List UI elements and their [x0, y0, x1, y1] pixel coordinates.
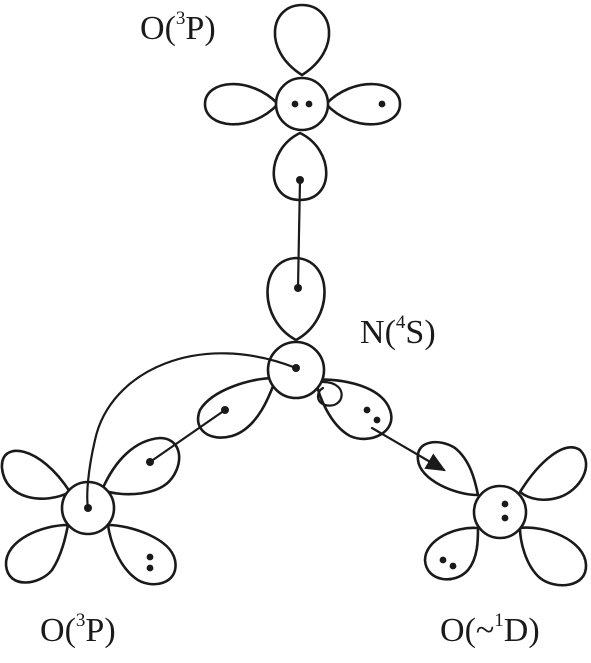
lobe-right-lower-left — [423, 526, 480, 581]
lobe-left-lower-right — [106, 523, 177, 586]
oxygen-top-atom — [203, 3, 402, 202]
electron-dot — [305, 100, 313, 108]
bond-end-dot — [294, 284, 302, 292]
arrow-n-to-right — [370, 426, 446, 472]
electron-dot — [501, 500, 509, 508]
bond-end-dot — [146, 458, 154, 466]
lobe-right-upper-left — [416, 440, 480, 497]
electron-dot — [501, 514, 509, 522]
lobe-right-lower-right — [518, 526, 588, 587]
bond-end-dot — [296, 176, 304, 184]
electron-dot — [449, 562, 457, 570]
lobe-top-up — [273, 3, 331, 77]
electron-dot — [146, 553, 154, 561]
label-oxygen-left: O(3P) — [40, 610, 116, 649]
lobe-top-right — [324, 82, 402, 126]
lobe-n-lower-right — [314, 378, 393, 441]
electron-dot — [291, 100, 299, 108]
bond-n-to-left — [148, 408, 227, 464]
small-curl — [316, 380, 343, 407]
lobe-right-upper-right — [518, 446, 588, 502]
electron-dot — [378, 100, 386, 108]
electron-dot — [373, 416, 381, 424]
oxygen-top-core — [274, 76, 330, 132]
electron-dot — [146, 564, 154, 572]
lobe-left-lower-left — [4, 523, 70, 584]
lobe-n-up — [266, 256, 326, 342]
lobe-left-upper-left — [0, 449, 72, 500]
electron-dot — [439, 556, 447, 564]
label-oxygen-right: O(~1D) — [440, 610, 540, 649]
bond-end-dot — [221, 406, 229, 414]
lobe-left-upper-right — [100, 436, 181, 496]
bond-lines — [84, 176, 446, 512]
oxygen-right-core — [472, 484, 528, 540]
bond-top-to-n — [296, 178, 302, 290]
label-nitrogen: N(4S) — [360, 312, 436, 351]
label-oxygen-top: O(3P) — [140, 8, 216, 47]
bond-end-dot — [84, 504, 92, 512]
oxygen-right-atom — [416, 440, 588, 587]
electron-dot — [363, 406, 371, 414]
lobe-top-left — [203, 82, 280, 126]
bond-end-dot — [292, 364, 300, 372]
bond-arc-n-to-left-core — [86, 352, 298, 510]
lobe-n-lower-left — [196, 376, 278, 439]
